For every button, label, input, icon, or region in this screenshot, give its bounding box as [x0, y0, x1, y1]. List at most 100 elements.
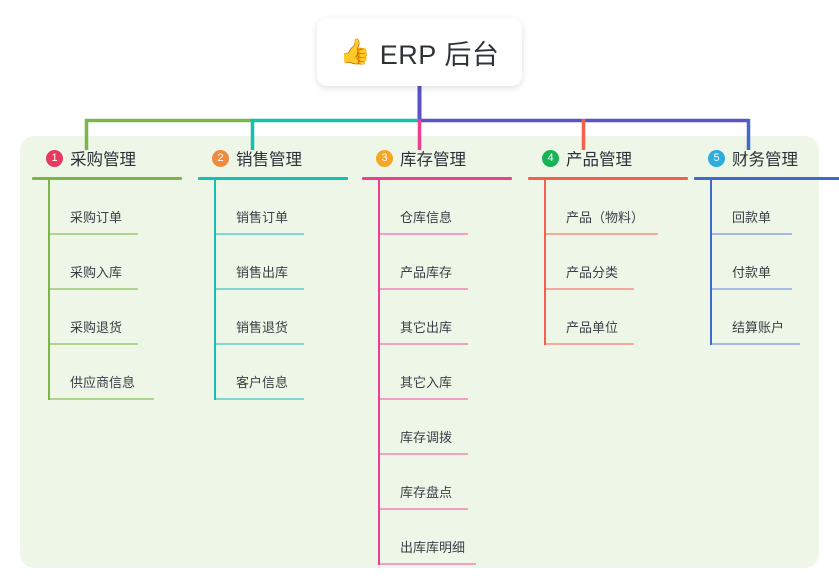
branch-spine: [710, 180, 712, 345]
branch-children: 产品（物料） 产品分类产品单位: [544, 180, 688, 345]
branch-child-item[interactable]: 客户信息: [216, 345, 348, 400]
branch-child-label: 回款单: [732, 210, 772, 225]
branch-spine: [544, 180, 546, 345]
branch-child-item[interactable]: 采购入库: [50, 235, 182, 290]
branch-spine: [378, 180, 380, 565]
branch-child-item[interactable]: 出库库明细: [380, 510, 512, 565]
branch-child-label: 产品单位: [566, 320, 619, 335]
branch-title: 销售管理: [236, 151, 302, 169]
branch-header-1[interactable]: 1 采购管理: [32, 146, 182, 170]
branch-child-item[interactable]: 库存盘点: [380, 455, 512, 510]
diagram-backdrop-panel: [20, 136, 819, 568]
branch-child-underline: [380, 288, 468, 290]
branch-title: 产品管理: [566, 151, 632, 169]
branch-child-underline: [546, 288, 634, 290]
branch-child-label: 供应商信息: [70, 375, 136, 390]
branch-children: 销售订单销售出库销售退货客户信息: [214, 180, 348, 400]
branch-child-underline: [216, 288, 304, 290]
branch-child-item[interactable]: 产品库存: [380, 235, 512, 290]
branch-title: 库存管理: [400, 151, 466, 169]
branch-child-label: 其它入库: [400, 375, 453, 390]
branch-number-badge: 5: [708, 149, 725, 167]
branch-child-underline: [712, 233, 792, 235]
branch-child-label: 采购退货: [70, 320, 123, 335]
branch-child-underline: [50, 398, 154, 400]
branch-child-item[interactable]: 产品分类: [546, 235, 688, 290]
branch-header-5[interactable]: 5 财务管理: [694, 146, 839, 170]
branch-child-item[interactable]: 销售出库: [216, 235, 348, 290]
branch-1: 1 采购管理采购订单采购入库采购退货供应商信息: [32, 146, 182, 400]
branch-child-label: 产品库存: [400, 265, 453, 280]
branch-child-underline: [712, 288, 792, 290]
branch-underline: [694, 177, 839, 180]
branch-number-badge: 2: [212, 149, 229, 167]
branch-underline: [198, 177, 348, 180]
branch-child-label: 其它出库: [400, 320, 453, 335]
branch-child-underline: [380, 398, 468, 400]
branch-child-underline: [50, 343, 138, 345]
branch-2: 2 销售管理销售订单销售出库销售退货客户信息: [198, 146, 348, 400]
thumbs-up-icon: 👍: [339, 37, 371, 66]
branch-children: 回款单付款单结算账户: [710, 180, 839, 345]
branch-child-item[interactable]: 产品（物料）: [546, 180, 688, 235]
branch-child-item[interactable]: 结算账户: [712, 290, 839, 345]
branch-underline: [32, 177, 182, 180]
branch-child-underline: [546, 343, 634, 345]
branch-underline: [528, 177, 688, 180]
branch-child-item[interactable]: 销售订单: [216, 180, 348, 235]
branch-child-underline: [216, 343, 304, 345]
branch-child-label: 销售出库: [236, 265, 289, 280]
branch-underline: [362, 177, 512, 180]
branch-child-underline: [380, 453, 468, 455]
branch-child-label: 采购入库: [70, 265, 123, 280]
branch-child-underline: [380, 563, 476, 565]
branch-child-label: 产品（物料）: [566, 210, 645, 225]
branch-child-label: 仓库信息: [400, 210, 453, 225]
branch-5: 5 财务管理回款单付款单结算账户: [694, 146, 839, 345]
branch-child-item[interactable]: 供应商信息: [50, 345, 182, 400]
branch-child-underline: [216, 233, 304, 235]
branch-child-underline: [380, 233, 468, 235]
branch-child-label: 采购订单: [70, 210, 123, 225]
branch-child-underline: [50, 233, 138, 235]
branch-header-3[interactable]: 3 库存管理: [362, 146, 512, 170]
branch-title: 财务管理: [732, 151, 798, 169]
branch-child-item[interactable]: 销售退货: [216, 290, 348, 345]
branch-child-underline: [712, 343, 800, 345]
branch-child-label: 付款单: [732, 265, 772, 280]
branch-child-label: 客户信息: [236, 375, 289, 390]
root-node[interactable]: 👍 ERP 后台: [317, 18, 522, 86]
branch-child-underline: [380, 343, 468, 345]
branch-child-item[interactable]: 仓库信息: [380, 180, 512, 235]
branch-child-underline: [546, 233, 658, 235]
branch-child-item[interactable]: 付款单: [712, 235, 839, 290]
branch-child-item[interactable]: 产品单位: [546, 290, 688, 345]
branch-child-label: 销售订单: [236, 210, 289, 225]
branch-child-item[interactable]: 采购退货: [50, 290, 182, 345]
branch-child-label: 销售退货: [236, 320, 289, 335]
branch-child-item[interactable]: 其它入库: [380, 345, 512, 400]
branch-child-label: 结算账户: [732, 320, 785, 335]
branch-child-label: 库存调拨: [400, 430, 453, 445]
branch-header-2[interactable]: 2 销售管理: [198, 146, 348, 170]
branch-child-item[interactable]: 其它出库: [380, 290, 512, 345]
branch-child-label: 库存盘点: [400, 485, 453, 500]
branch-children: 仓库信息产品库存其它出库其它入库库存调拨库存盘点出库库明细: [378, 180, 512, 565]
branch-number-badge: 1: [46, 149, 63, 167]
root-node-label: ERP 后台: [379, 39, 500, 70]
branch-children: 采购订单采购入库采购退货供应商信息: [48, 180, 182, 400]
branch-3: 3 库存管理仓库信息产品库存其它出库其它入库库存调拨库存盘点出库库明细: [362, 146, 512, 565]
branch-child-item[interactable]: 采购订单: [50, 180, 182, 235]
branch-child-label: 产品分类: [566, 265, 619, 280]
branch-child-label: 出库库明细: [400, 540, 466, 555]
branch-child-item[interactable]: 库存调拨: [380, 400, 512, 455]
branch-number-badge: 3: [376, 149, 393, 167]
branch-child-item[interactable]: 回款单: [712, 180, 839, 235]
branch-child-underline: [216, 398, 304, 400]
branch-spine: [214, 180, 216, 400]
branch-title: 采购管理: [70, 151, 136, 169]
branch-child-underline: [50, 288, 138, 290]
